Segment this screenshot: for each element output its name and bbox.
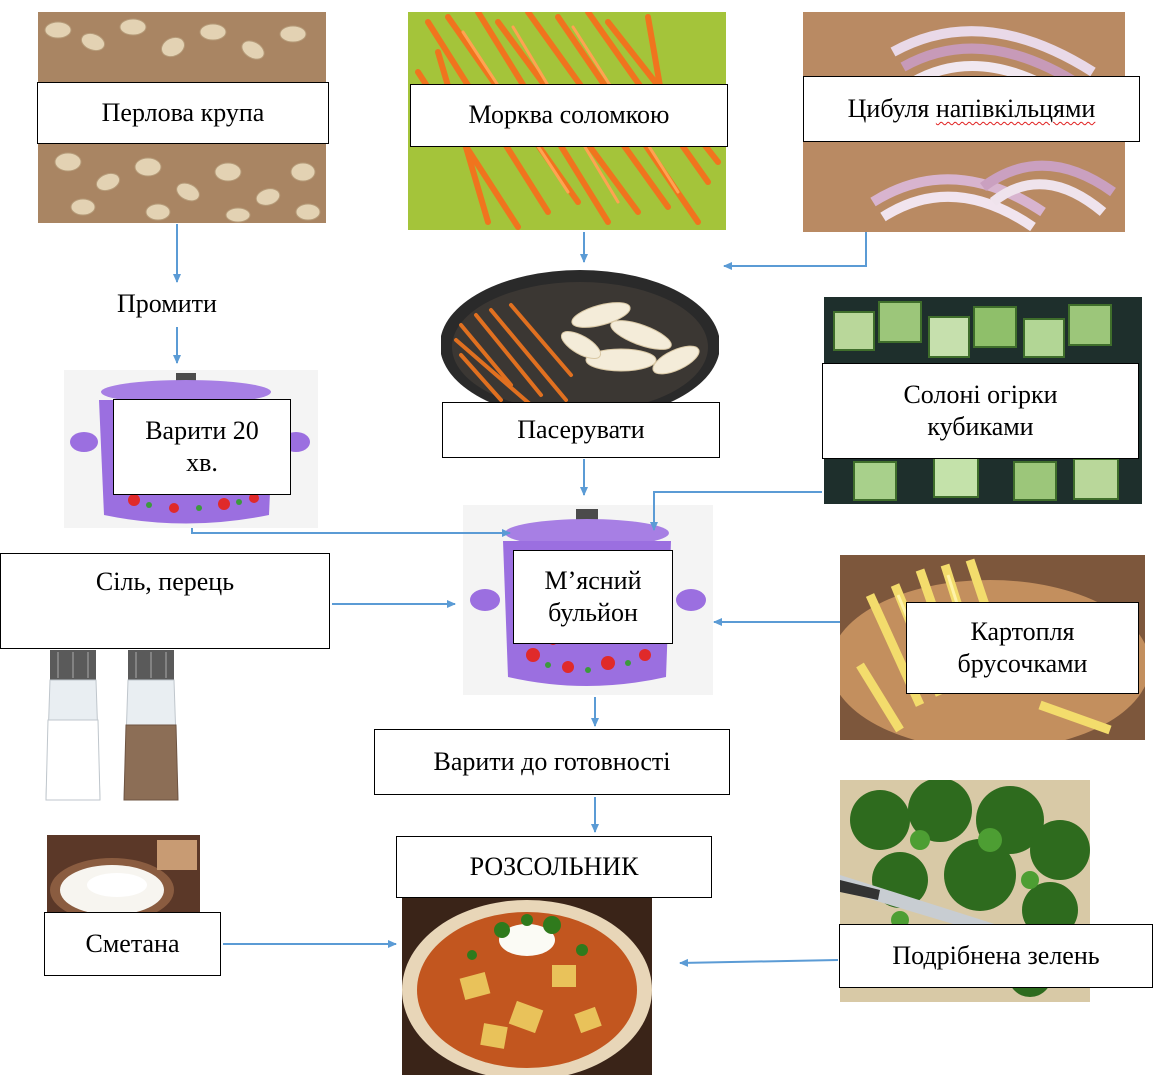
potato-label: Картопля брусочками: [906, 602, 1139, 694]
cook-until-done-step: Варити до готовності: [374, 729, 730, 795]
saute-step: Пасерувати: [442, 402, 720, 458]
rinse-step: Промити: [117, 289, 217, 318]
soup-bowl-photo: [402, 895, 652, 1075]
carrot-label: Морква соломкою: [410, 84, 728, 147]
arrow-greens-to-soup: [679, 958, 839, 967]
boil-20-step: Варити 20 хв.: [113, 399, 291, 495]
salt-pepper-label: Сіль, перець: [0, 553, 330, 649]
broth-label: М’ясний бульйон: [513, 550, 673, 644]
onion-label-suffix: напівкільцями: [935, 93, 1096, 123]
onion-label: Цибуля напівкільцями: [803, 76, 1140, 142]
onion-label-prefix: Цибуля: [847, 93, 936, 123]
pickles-label: Солоні огірки кубиками: [822, 363, 1139, 459]
sour-cream-label: Сметана: [44, 912, 221, 976]
arrow-onion-to-saute: [723, 232, 867, 270]
greens-label: Подрібнена зелень: [839, 924, 1153, 988]
frying-pan-photo: [441, 265, 719, 410]
result-label: РОЗСОЛЬНИК: [396, 836, 712, 898]
salt-pepper-shakers-photo: [40, 650, 185, 808]
cucumber-photo: [824, 297, 1142, 504]
barley-label: Перлова крупа: [37, 82, 329, 144]
sour-cream-photo: [47, 835, 200, 917]
